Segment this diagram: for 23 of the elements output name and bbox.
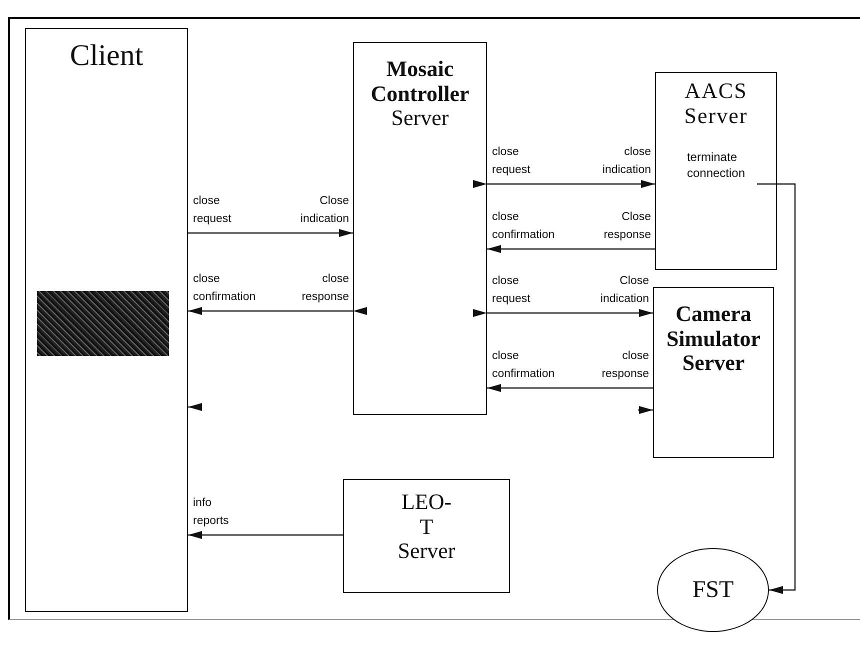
server-box (25, 28, 188, 612)
server-box (353, 42, 487, 415)
arrow (188, 403, 202, 411)
node-note: terminate connection (686, 150, 746, 182)
arrow (487, 384, 653, 392)
node-title: Client (70, 39, 144, 73)
node-title: AACS Server (683, 79, 749, 128)
node-title: Camera Simulator Server (665, 302, 762, 376)
node-title: FST (692, 576, 734, 604)
arrow (188, 229, 353, 237)
server-box (653, 287, 774, 458)
node-title: Mosaic Controller Server (370, 57, 470, 131)
arrow (188, 531, 343, 539)
arrow (473, 180, 655, 188)
node-title: LEO-T Server (398, 490, 456, 564)
arrow (638, 406, 653, 414)
server-box (655, 72, 777, 270)
arrow (188, 307, 367, 315)
server-box (343, 479, 510, 593)
arrow (473, 309, 653, 317)
arrow (757, 183, 796, 594)
garbled-text-block (37, 291, 169, 356)
arrow (487, 245, 655, 253)
